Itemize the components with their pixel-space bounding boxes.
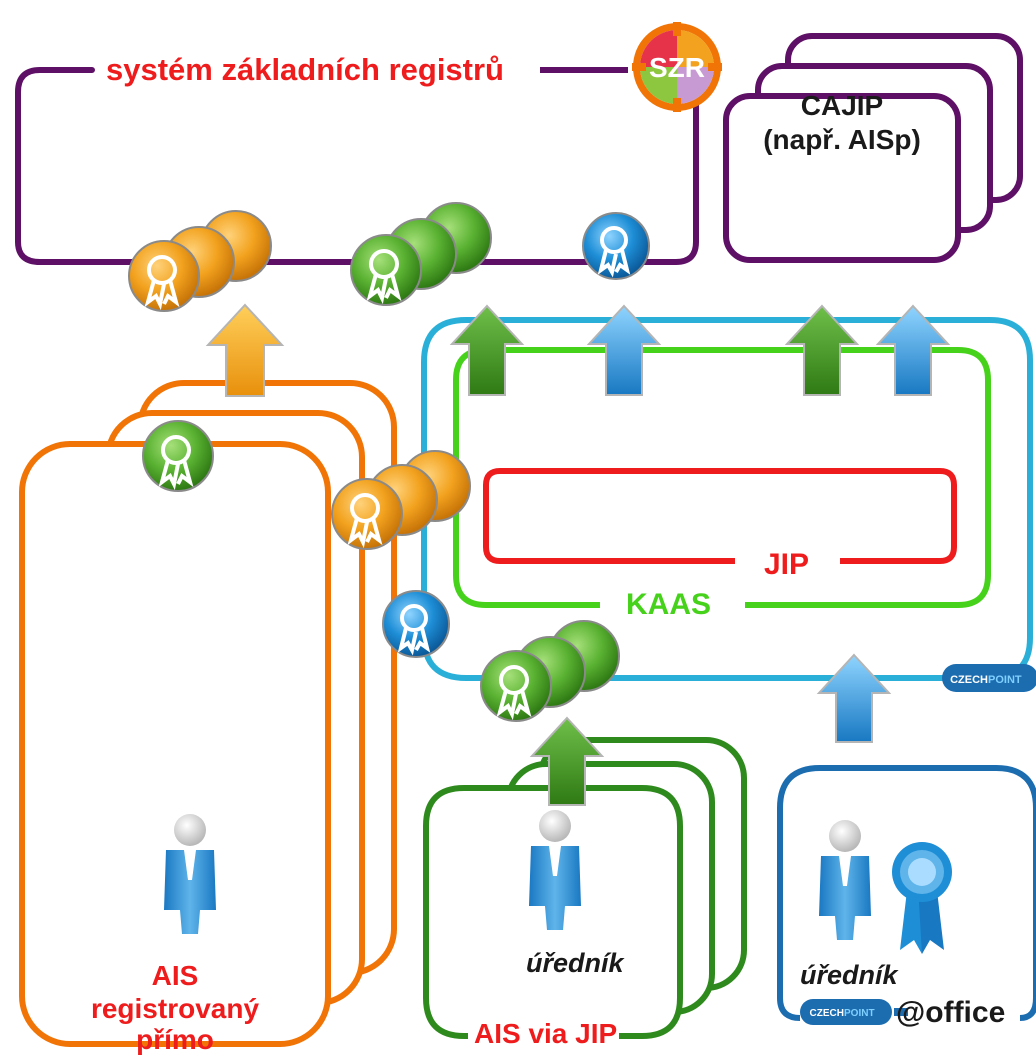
rosette-icon xyxy=(892,842,952,954)
person-icon xyxy=(819,820,871,940)
szr-logo-text: SZR xyxy=(649,52,705,83)
cajip-subtitle: (např. AISp) xyxy=(763,124,921,155)
badge-orange xyxy=(331,478,403,550)
jip-box xyxy=(483,468,957,564)
office-box xyxy=(777,765,1036,1021)
arrow-kaas-blue-2 xyxy=(875,304,951,396)
ais-via-jip-label: AIS via JIP xyxy=(472,1018,620,1050)
office-czechpoint-logo: CZECH POINT xyxy=(800,999,908,1025)
kaas-outer-box xyxy=(421,317,1033,681)
ais-direct-line1: AIS xyxy=(151,960,199,991)
czechpoint-logo: CZECH POINT xyxy=(942,664,1036,692)
arrow-kaas-green-1 xyxy=(449,304,525,396)
czechpoint-text-b: POINT xyxy=(988,674,1022,686)
badge-green xyxy=(480,650,552,722)
ais-direct-line3: přímo xyxy=(136,1024,214,1055)
ais-direct-line2: registrovaný xyxy=(90,993,260,1024)
arrow-ais-via-jip-to-kaas xyxy=(529,716,605,806)
arrow-ais-to-szr xyxy=(205,303,285,397)
badge-green xyxy=(350,234,422,306)
jip-label: JIP xyxy=(764,548,810,581)
office-label: @office xyxy=(896,996,1006,1029)
szr-logo: SZR xyxy=(632,22,722,112)
cajip-stack xyxy=(723,33,1023,263)
ais-direct-stack xyxy=(19,380,397,1047)
kaas-box xyxy=(453,347,991,608)
badge-blue xyxy=(582,212,650,280)
szr-title: systém základních registrů xyxy=(100,52,510,88)
arrow-office-to-kaas xyxy=(816,653,892,743)
badge-orange xyxy=(128,240,200,312)
badge-blue xyxy=(382,590,450,658)
office-user-label: úředník xyxy=(800,960,898,990)
arrow-kaas-green-2 xyxy=(784,304,860,396)
cajip-title: CAJIP xyxy=(800,90,884,121)
office-czechpoint-text-b: POINT xyxy=(844,1008,875,1019)
czechpoint-text-a: CZECH xyxy=(950,674,988,686)
office-czechpoint-text-a: CZECH xyxy=(810,1008,844,1019)
person-icon xyxy=(529,810,581,930)
badge-green xyxy=(142,420,214,492)
arrow-kaas-blue-1 xyxy=(586,304,662,396)
person-icon xyxy=(164,814,216,934)
kaas-label: KAAS xyxy=(626,588,712,621)
ais-via-jip-user-label: úředník xyxy=(526,948,624,978)
